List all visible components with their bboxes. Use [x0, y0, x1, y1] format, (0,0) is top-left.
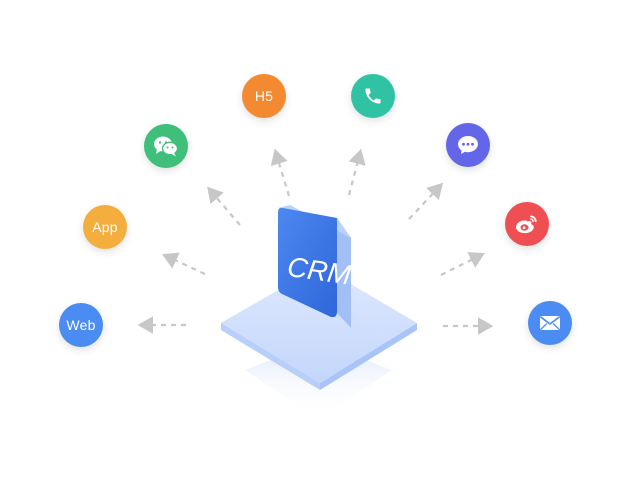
arrow-h5	[270, 148, 291, 197]
channel-phone[interactable]	[351, 74, 395, 118]
channel-web-label: Web	[66, 317, 96, 333]
weibo-icon	[516, 215, 537, 234]
channel-chat[interactable]	[446, 123, 490, 167]
arrow-weibo	[440, 252, 485, 276]
channel-weibo[interactable]	[505, 202, 549, 246]
channel-h5-label: H5	[254, 88, 274, 104]
wechat-icon	[154, 136, 179, 157]
platform	[221, 266, 417, 390]
channel-email[interactable]	[528, 301, 572, 345]
channel-web[interactable]: Web	[59, 303, 103, 347]
arrow-chat	[408, 182, 444, 220]
arrow-app	[162, 252, 206, 275]
envelope-icon	[540, 316, 560, 330]
arrow-wechat	[207, 186, 241, 226]
arrow-group	[137, 148, 494, 335]
channel-wechat[interactable]	[144, 124, 188, 168]
channel-h5[interactable]: H5	[242, 74, 286, 118]
channel-app[interactable]: App	[83, 205, 127, 249]
crm-cube: CRM	[278, 205, 354, 328]
phone-icon	[365, 88, 381, 104]
channel-app-label: App	[92, 219, 118, 235]
arrow-phone	[347, 148, 366, 196]
chat-bubble-icon	[458, 136, 478, 154]
